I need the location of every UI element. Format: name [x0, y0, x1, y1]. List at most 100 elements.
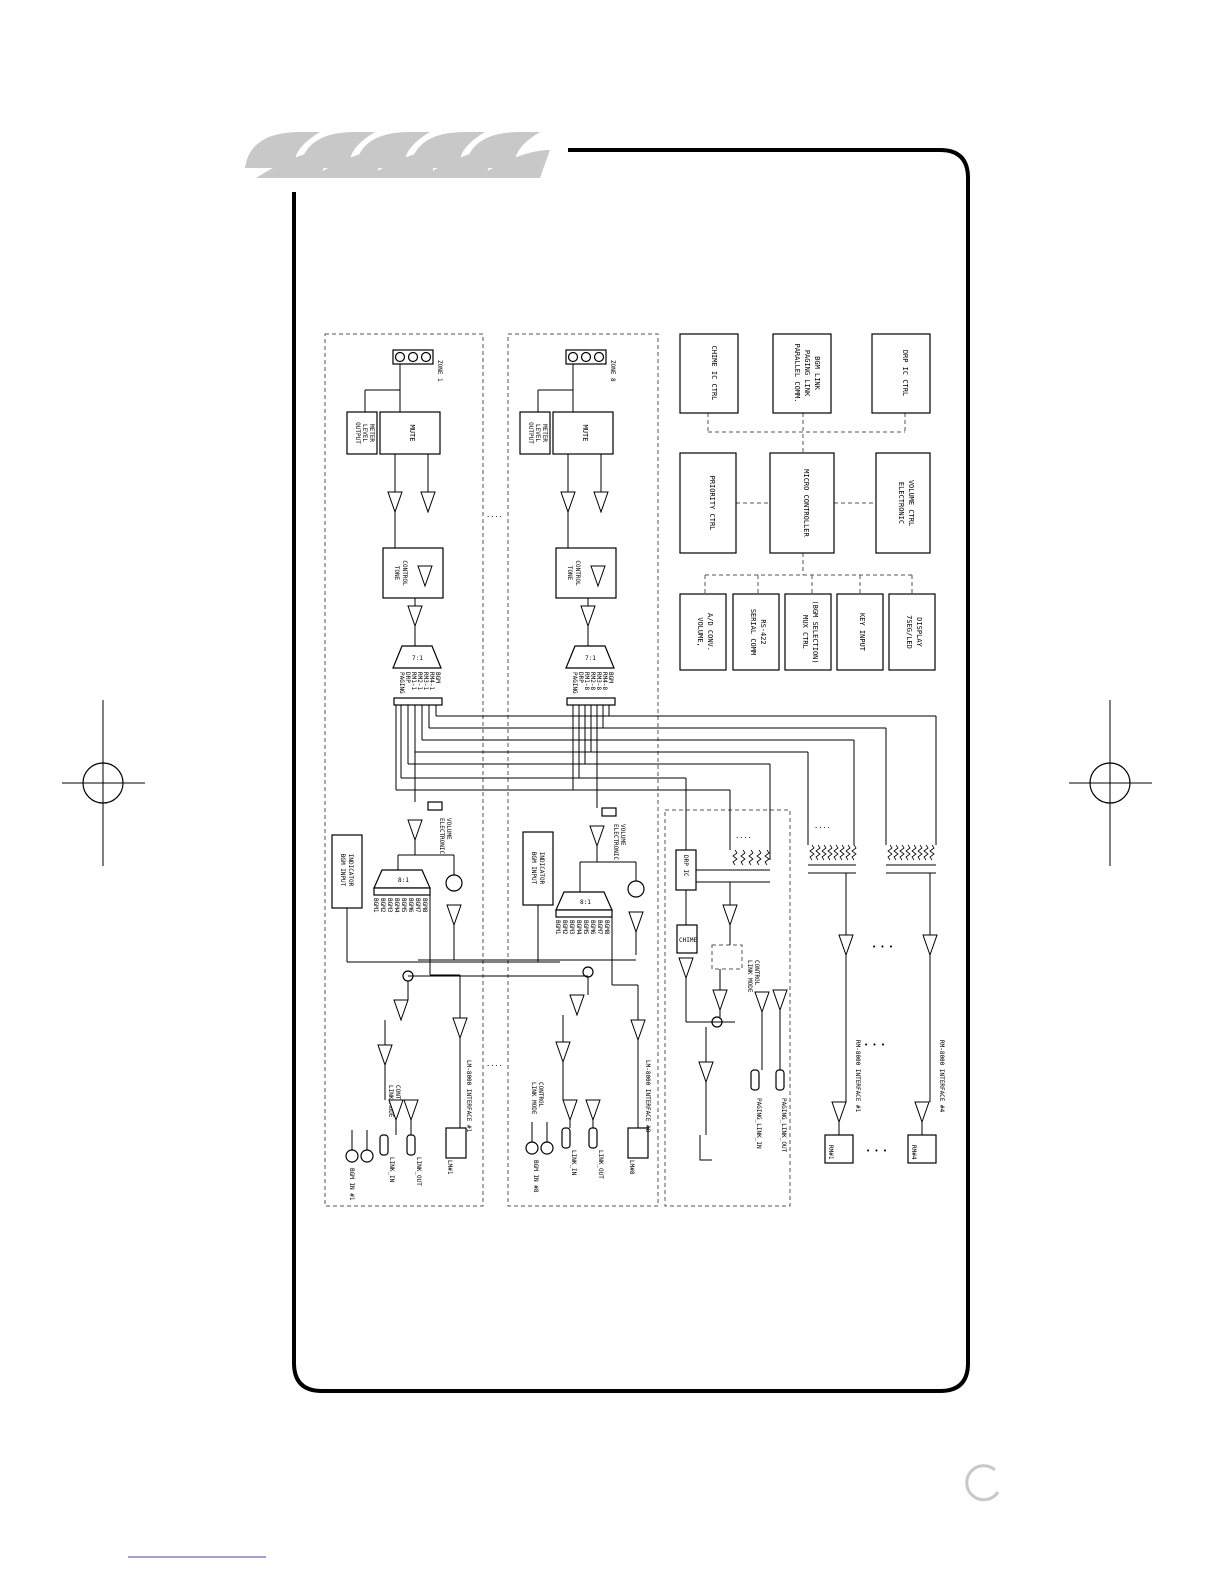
parallel-comm-label: PARALLEL COMM. [793, 343, 801, 402]
amplifier-icon [393, 999, 409, 1022]
amplifier-icon [772, 989, 788, 1012]
link-mode-label: CONTROL [753, 960, 760, 986]
paging-link-out-label: PAGING_LINK_OUT [780, 1098, 787, 1153]
zone8-label: ZONE 8 [609, 360, 616, 382]
bgm-label: BGM3 [386, 898, 393, 913]
source-label: RM2-1 [416, 672, 423, 690]
link-in-label: LINK_IN [570, 1150, 577, 1176]
chime-ic-ctrl-block [679, 333, 739, 414]
bgm-label: BGM4 [575, 920, 582, 935]
bgm-label: BGM8 [603, 920, 610, 935]
amplifier-icon [446, 904, 462, 927]
amplifier-icon [831, 1101, 847, 1124]
bgm-input-indicator [331, 834, 363, 909]
electronic-volume-chip [601, 807, 617, 817]
display-block [888, 593, 936, 671]
rm1-connector [824, 1134, 854, 1164]
bgm-label: BGM6 [589, 920, 596, 935]
volume-ad-block [679, 593, 727, 671]
chime-label: CHIME [679, 937, 697, 944]
link-in-label: LINK_IN [388, 1157, 395, 1183]
meter-label: OUTPUT [354, 422, 361, 444]
rs422-label: RS-422 [759, 619, 767, 644]
rm-label: RM#4 [910, 1145, 917, 1160]
paging-link-out-jack [775, 1069, 785, 1091]
link-mode-label: LINK MODE [746, 960, 753, 993]
bgm-label: BGM8 [421, 898, 428, 913]
lm-interface-label: LM-8000 INTERFACE #1 [465, 1060, 472, 1133]
source-label: RM2-8 [589, 672, 596, 690]
bgm-in-label: BGM IN #1 [348, 1168, 355, 1201]
micro-controller-label: MICRO CONTROLLER [802, 469, 810, 537]
output-level-meter [346, 411, 378, 455]
elec-vol-label: VOLUME [619, 824, 626, 846]
zone1-label: ZONE 1 [436, 360, 443, 382]
lm-label: LM#8 [628, 1160, 635, 1175]
rm-ellipsis: • • • [866, 1147, 887, 1155]
registration-crosshair-icon [1069, 700, 1152, 866]
mute-label: MUTE [581, 425, 589, 442]
chime-ic-ctrl-label: CHIME IC CTRL [710, 346, 718, 401]
source-label: BGM [434, 672, 441, 683]
bgm-label: BGM6 [407, 898, 414, 913]
link-out-jack [588, 1127, 598, 1149]
amplifier-icon [407, 819, 423, 842]
amplifier-icon [678, 957, 694, 980]
indicator-label: INDICATOR [538, 852, 545, 885]
rm-label: RM#1 [827, 1145, 834, 1160]
resistor-ellipsis: .... [735, 832, 752, 840]
zone-ellipsis: .... [486, 1060, 503, 1068]
rm-interface-label: RM-8000 INTERFACE #4 [938, 1040, 945, 1113]
amplifier-icon [722, 904, 738, 927]
link-in-jack [379, 1134, 389, 1156]
parallel-comm-block [772, 333, 832, 414]
registration-crosshair-icon [62, 700, 145, 866]
bgm-label: BGM7 [414, 898, 421, 913]
output-level-meter [519, 411, 551, 455]
bgm-label: BGM5 [582, 920, 589, 935]
paging-link-in-jack [750, 1069, 760, 1091]
drp-ic-ctrl-block [871, 333, 931, 414]
rca-jack-icon [540, 1141, 554, 1155]
zone1-panel [324, 333, 484, 1207]
electronic-volume-ctrl-block [875, 452, 931, 554]
drp-ic-label: DRP IC [682, 855, 689, 877]
bgm-label: BGM4 [393, 898, 400, 913]
meter-label: LEVEL [534, 424, 541, 442]
zone1-channel: ZONE 1 OUTPUT LEVEL METER MUTE TONE CONT… [331, 349, 560, 1201]
link-mode-label: LINK MODE [530, 1082, 537, 1115]
page-frame [292, 148, 970, 1393]
elec-vol-label: ELECTRONIC [612, 824, 619, 861]
rm-ellipsis: • • • [872, 943, 893, 951]
lm-connector [445, 1127, 467, 1159]
paging-section: DRP IC .... CHIME LINK MODE CONTROL PAGI… [675, 832, 788, 1161]
link-in-jack [561, 1127, 571, 1149]
amplifier-icon [562, 1099, 578, 1122]
mux-ctrl-block [784, 593, 832, 671]
mute-label: MUTE [408, 425, 416, 442]
source-label: RM4-8 [601, 672, 608, 690]
key-input-block [836, 593, 884, 671]
display-label: DISPLAY [915, 617, 923, 647]
mute-block [379, 411, 441, 455]
source-label: DRP [404, 672, 411, 683]
bgm-label: BGM2 [379, 898, 386, 913]
link-out-label: LINK_OUT [597, 1150, 604, 1179]
rca-jack-icon [360, 1149, 374, 1163]
rm-ellipsis: • • • [864, 1041, 885, 1049]
elec-vol-label: VOLUME [445, 818, 452, 840]
zone-ellipsis: .... [486, 511, 503, 519]
link-mode-label: CONTROL [537, 1082, 544, 1108]
meter-label: OUTPUT [527, 422, 534, 444]
mux-ratio-label: 7:1 [412, 655, 423, 662]
7seg-label: 7SEG/LED [905, 615, 913, 649]
paging-link-label: PAGING LINK [803, 350, 811, 397]
bgm-label: BGM3 [568, 920, 575, 935]
source-label: BGM [607, 672, 614, 683]
paging-panel [664, 809, 791, 1207]
amplifier-icon [698, 1061, 714, 1084]
mic-jack-icon [699, 1135, 712, 1161]
source-label: RM3-8 [595, 672, 602, 690]
link-out-jack [406, 1134, 416, 1156]
